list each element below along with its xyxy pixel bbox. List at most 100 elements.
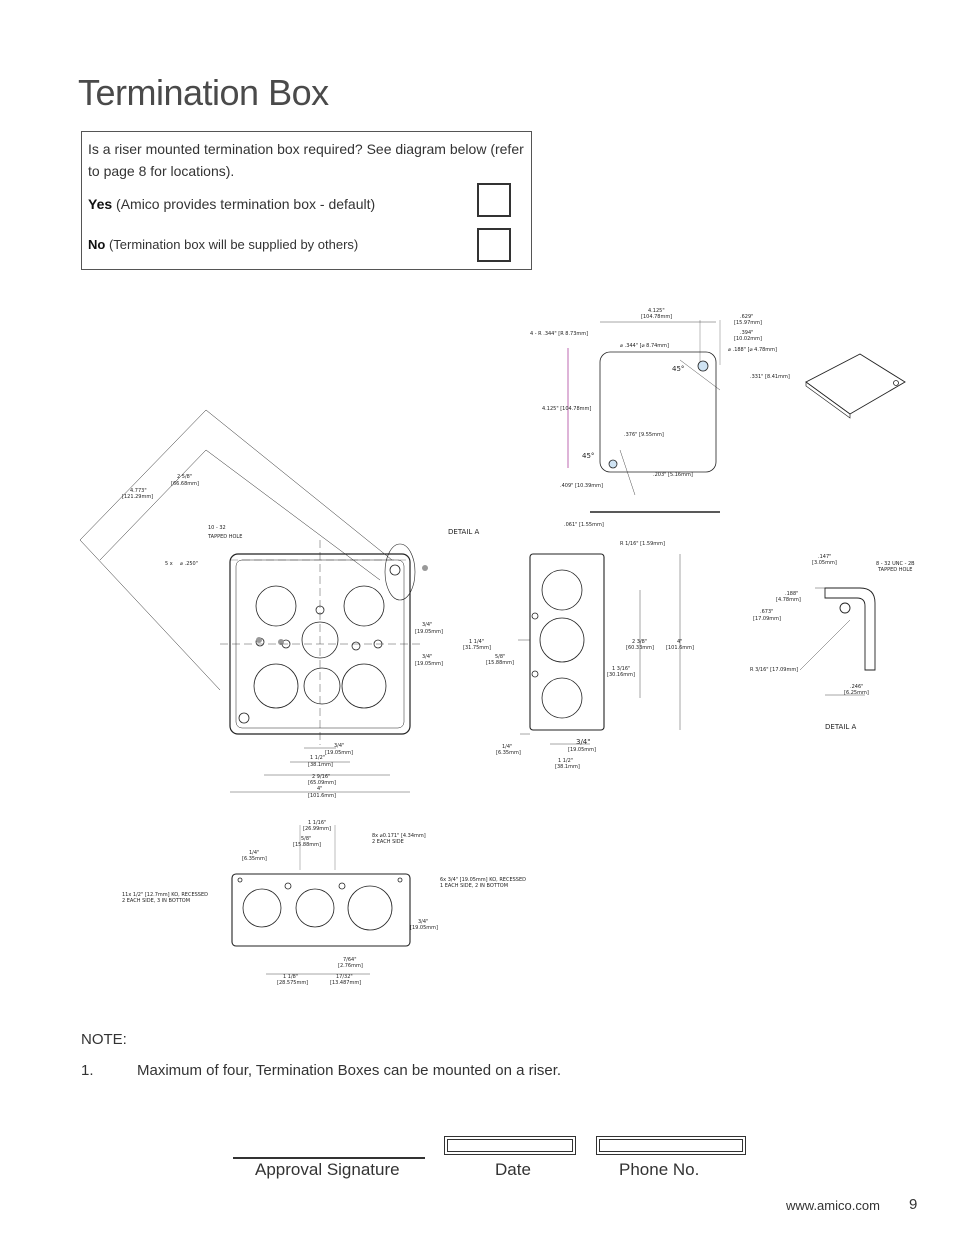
dim-cover-holes: 4 - R .344" [R 8.73mm]: [530, 331, 588, 337]
question-text: Is a riser mounted termination box requi…: [88, 141, 524, 179]
dim-34-b-mm: [19.05mm]: [415, 661, 443, 667]
yes-option: Yes (Amico provides termination box - de…: [88, 196, 375, 212]
dim-cover-width: 4.125": [648, 308, 665, 314]
dim-673: .673": [760, 609, 773, 615]
yes-checkbox[interactable]: [477, 183, 511, 217]
detail-a-bracket: [824, 587, 876, 671]
approval-signature-line[interactable]: [233, 1157, 425, 1159]
dim-238: 2 3/8": [632, 639, 647, 645]
dim-14-bottom-mm: [6.35mm]: [242, 856, 267, 862]
yes-label: Yes: [88, 196, 113, 212]
dim-34-side-mm: [19.05mm]: [568, 747, 596, 753]
no-option: No (Termination box will be supplied by …: [88, 237, 358, 252]
dim-34-side: 3/4": [576, 738, 591, 746]
dim-188-mm: [4.78mm]: [776, 597, 801, 603]
dim-1316-mm: [30.16mm]: [607, 672, 635, 678]
cover-plate-drawing: [567, 320, 906, 513]
dim-409: .409" [10.39mm]: [560, 483, 603, 489]
dim-258-mm: [66.68mm]: [171, 481, 199, 487]
no-checkbox[interactable]: [477, 228, 511, 262]
dim-394-mm: [10.02mm]: [734, 336, 762, 342]
phone-field[interactable]: [596, 1136, 746, 1155]
label-holes-5x-dia: ⌀ .250": [180, 561, 198, 567]
label-ko-6x: 6x 3/4" [19.05mm] KO, RECESSED: [440, 877, 526, 883]
dim-188: .188": [785, 591, 798, 597]
dim-246: .246": [850, 684, 863, 690]
dim-147: .147": [818, 554, 831, 560]
label-tap-832: 8 - 32 UNC - 2B: [876, 561, 915, 567]
angle-45-top: 45°: [672, 365, 684, 373]
dim-114-mm: [31.75mm]: [463, 645, 491, 651]
box-front-labels: 4.773" [121.29mm] 2 5/8" [66.68mm] 10 - …: [122, 474, 480, 799]
dim-203: .203" [5.16mm]: [653, 472, 693, 478]
dim-764: 7/64": [343, 957, 357, 963]
dim-14: 1/4": [502, 744, 512, 750]
dim-258: 2 5/8": [177, 474, 192, 480]
dim-112: 1 1/2": [310, 755, 325, 761]
box-side-labels: R 1/16" [1.59mm] 1 1/4" [31.75mm] 5/8" […: [463, 541, 694, 770]
dim-4773-mm: [121.29mm]: [122, 494, 153, 500]
label-holes-5x: 5 x: [165, 561, 173, 567]
label-detail-a: DETAIL A: [448, 528, 480, 536]
dim-118-mm: [28.575mm]: [277, 980, 308, 986]
yes-description: (Amico provides termination box - defaul…: [112, 196, 376, 212]
dim-34-c: 3/4": [334, 743, 344, 749]
dim-58-bottom-mm: [15.88mm]: [293, 842, 321, 848]
date-field[interactable]: [444, 1136, 576, 1155]
dim-394: .394": [740, 330, 753, 336]
note-item-text: Maximum of four, Termination Boxes can b…: [137, 1062, 562, 1079]
detail-a-drawing: [799, 587, 876, 696]
dim-cover-width-mm: [104.78mm]: [641, 314, 672, 320]
dim-4-front: 4": [317, 786, 322, 792]
footer-url: www.amico.com: [786, 1198, 880, 1213]
dim-14-mm: [6.35mm]: [496, 750, 521, 756]
dim-4-side: 4": [677, 639, 682, 645]
dim-1732: 17/32": [336, 974, 353, 980]
dim-r316: R 3/16" [17.09mm]: [750, 667, 798, 673]
cover-plate-labels: 4.125" [104.78mm] 4 - R .344" [R 8.73mm]…: [530, 308, 790, 528]
label-ko-8x: 8x ⌀0.171" [4.34mm]: [372, 833, 426, 839]
dim-112-side: 1 1/2": [558, 758, 573, 764]
page-title: Termination Box: [78, 72, 329, 113]
dim-764-mm: [2.76mm]: [338, 963, 363, 969]
dim-hole-188: ⌀ .188" [⌀ 4.78mm]: [728, 347, 777, 353]
detail-a-title: DETAIL A: [825, 723, 857, 731]
dim-147-mm: [3.05mm]: [812, 560, 837, 566]
label-ko-8x-2: 2 EACH SIDE: [372, 839, 404, 845]
dim-34-bottom-mm: [19.05mm]: [410, 925, 438, 931]
note-item-number: 1.: [81, 1062, 94, 1079]
dim-34-c-mm: [19.05mm]: [325, 750, 353, 756]
dim-376: .376" [9.55mm]: [624, 432, 664, 438]
cover-plate-outline: [599, 351, 717, 473]
cover-plate-iso: [805, 353, 906, 415]
approval-signature-label: Approval Signature: [255, 1160, 400, 1179]
dim-4-side-mm: [101.6mm]: [666, 645, 694, 651]
dim-1316: 1 3/16": [612, 666, 630, 672]
box-side-drawing: [518, 553, 681, 745]
dim-58-mm: [15.88mm]: [486, 660, 514, 666]
termination-box-drawing: 4.125" [104.78mm] 4 - R .344" [R 8.73mm]…: [79, 308, 915, 986]
dim-58-bottom: 5/8": [301, 836, 311, 842]
label-ko-6x-2: 1 EACH SIDE, 2 IN BOTTOM: [440, 883, 508, 889]
dim-r116: R 1/16" [1.59mm]: [620, 541, 665, 547]
dim-061: .061" [1.55mm]: [564, 522, 604, 528]
dim-112-side-mm: [38.1mm]: [555, 764, 580, 770]
dim-629-mm: [15.97mm]: [734, 320, 762, 326]
dim-118: 1 1/8": [283, 974, 298, 980]
dim-34-b: 3/4": [422, 654, 432, 660]
dim-58: 5/8": [495, 654, 505, 660]
box-bottom-drawing: [231, 825, 411, 975]
dim-1732-mm: [13.487mm]: [330, 980, 361, 986]
dim-1116-mm: [26.99mm]: [303, 826, 331, 832]
detail-a-labels: .147" [3.05mm] 8 - 32 UNC - 2B TAPPED HO…: [750, 554, 915, 731]
dim-114: 1 1/4": [469, 639, 484, 645]
dim-cover-height: 4.125" [104.78mm]: [542, 406, 591, 412]
box-bottom-outline: [231, 873, 411, 947]
date-label: Date: [495, 1160, 531, 1179]
angle-45-bottom: 45°: [582, 452, 594, 460]
dim-331: .331" [8.41mm]: [750, 374, 790, 380]
label-ko-11x: 11x 1/2" [12.7mm] KO, RECESSED: [122, 892, 208, 898]
dim-4773: 4.773": [130, 488, 147, 494]
dim-14-bottom: 1/4": [249, 850, 259, 856]
dim-1116: 1 1/16": [308, 820, 326, 826]
